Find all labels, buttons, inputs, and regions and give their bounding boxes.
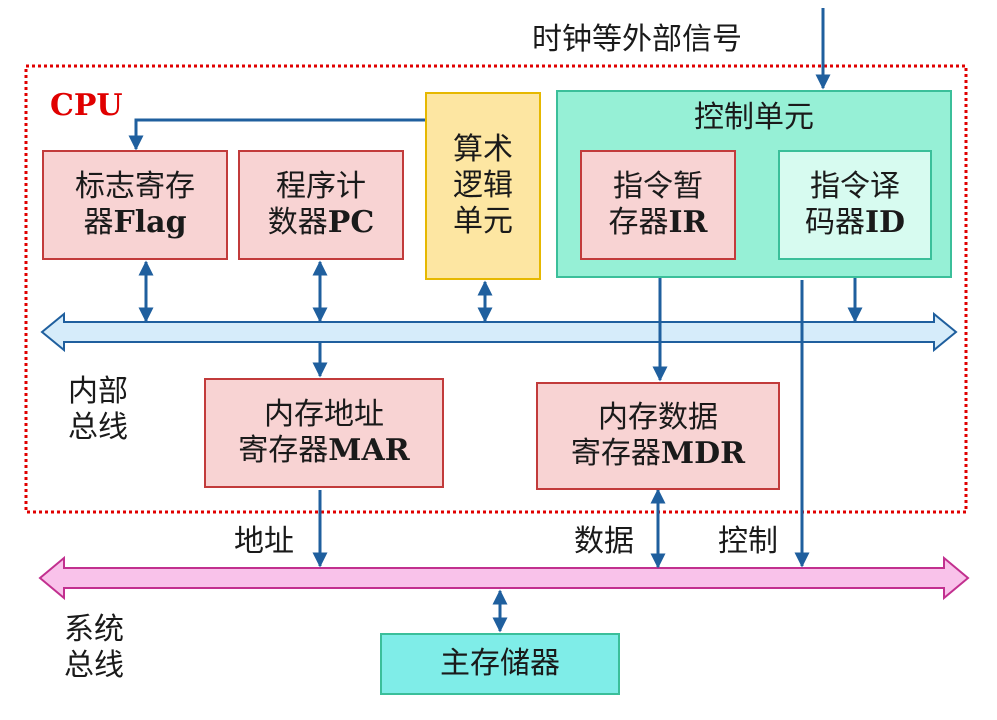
mar-register-line1: 内存地址 <box>263 397 384 432</box>
pc-register-line2-cn: 数器 <box>267 205 328 240</box>
flag-register-line2-latin: Flag <box>113 205 187 240</box>
pc-register: 程序计 数器PC <box>238 150 404 260</box>
data-label: 数据 <box>574 524 634 559</box>
internal-bus-label: 内部 总线 <box>68 374 128 446</box>
alu-line1: 算术 <box>453 132 513 167</box>
ir-register-line2-cn: 存器 <box>608 205 669 240</box>
control-unit-title: 控制单元 <box>694 100 814 135</box>
cpu-boundary <box>24 64 968 514</box>
flag-register-line1: 标志寄存 <box>75 169 195 204</box>
ir-register-line1: 指令暂 <box>613 169 703 204</box>
mdr-register-line1: 内存数据 <box>598 400 718 435</box>
system-bus-label: 系统 总线 <box>64 612 124 684</box>
control-label: 控制 <box>718 524 778 559</box>
internal-bus-arrow <box>40 311 958 353</box>
main-memory: 主存储器 <box>380 633 620 695</box>
alu-line2: 逻辑 <box>453 168 513 203</box>
alu-box: 算术 逻辑 单元 <box>425 92 541 280</box>
clock-label: 时钟等外部信号 <box>532 22 742 57</box>
mar-register-line2-latin: MAR <box>328 433 410 468</box>
cpu-label: CPU <box>50 88 123 123</box>
flag-register-line2-cn: 器 <box>83 205 114 240</box>
id-decoder-line2-cn: 码器 <box>804 205 865 240</box>
id-decoder: 指令译 码器ID <box>778 150 932 260</box>
main-memory-label: 主存储器 <box>440 646 560 681</box>
alu-to-flag-arrow <box>128 118 425 151</box>
internal-bus-label-line2: 总线 <box>68 410 128 445</box>
address-label: 地址 <box>234 524 294 559</box>
flag-register: 标志寄存 器Flag <box>42 150 228 260</box>
mar-register: 内存地址 寄存器MAR <box>204 378 444 488</box>
system-bus-label-line2: 总线 <box>64 648 124 683</box>
internal-bus-label-line1: 内部 <box>68 374 128 409</box>
mar-register-line2-cn: 寄存器 <box>238 433 329 468</box>
mdr-register-line2-cn: 寄存器 <box>570 436 661 471</box>
system-bus-label-line1: 系统 <box>64 612 124 647</box>
ir-register: 指令暂 存器IR <box>580 150 736 260</box>
alu-line3: 单元 <box>453 204 513 239</box>
mdr-register: 内存数据 寄存器MDR <box>536 382 780 490</box>
id-decoder-line1: 指令译 <box>810 169 900 204</box>
id-decoder-line2-latin: ID <box>864 205 906 240</box>
system-bus-arrow <box>38 555 970 601</box>
ir-register-line2-latin: IR <box>668 205 708 240</box>
pc-register-line2-latin: PC <box>327 205 375 240</box>
mdr-register-line2-latin: MDR <box>660 436 746 471</box>
pc-register-line1: 程序计 <box>276 169 366 204</box>
